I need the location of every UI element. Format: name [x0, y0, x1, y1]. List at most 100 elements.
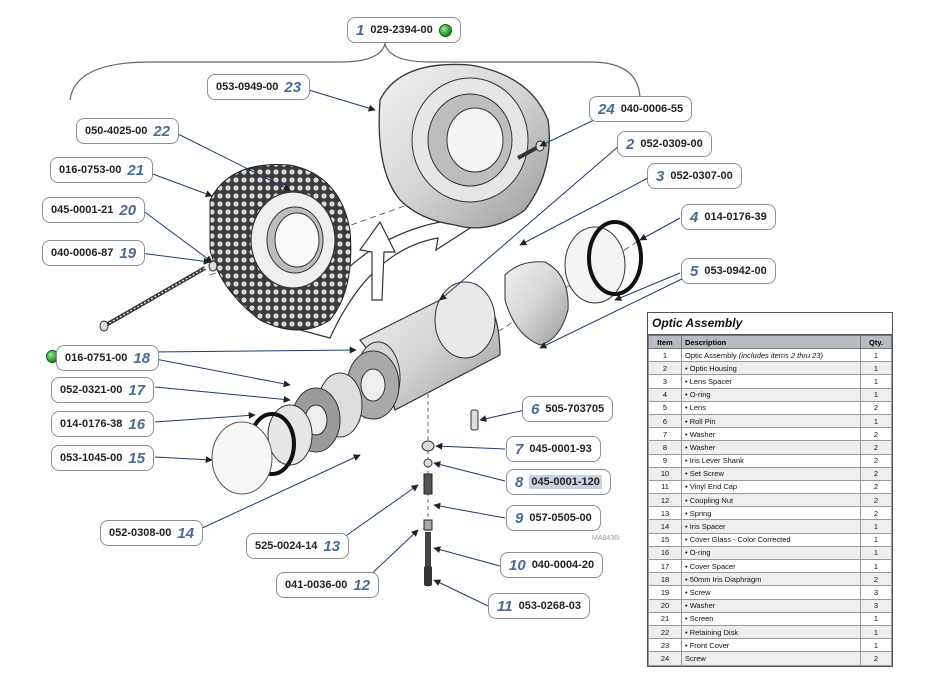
item-cell: 13 [648, 506, 682, 521]
callout-number: 21 [127, 161, 145, 179]
callout-number: 23 [284, 78, 302, 96]
qty-cell: 1 [860, 624, 892, 640]
callout-number: 17 [128, 381, 146, 399]
description-cell: • Iris Spacer [681, 519, 861, 534]
callout-3: 3 052-0307-00 [647, 163, 742, 189]
qty-cell: 2 [860, 479, 892, 495]
description-cell: • Washer [681, 427, 861, 442]
qty-cell: 3 [860, 598, 892, 613]
description-cell: • O-ring [681, 387, 861, 402]
qty-cell: 2 [860, 572, 892, 587]
description-cell: • Coupling Nut [681, 493, 861, 508]
part-number: 016-0751-00 [65, 352, 128, 364]
part-number: 050-4025-00 [85, 125, 148, 137]
callout-16: 014-0176-38 16 [51, 411, 155, 437]
description-cell: • Cover Spacer [681, 558, 861, 574]
callout-23: 053-0949-00 23 [207, 74, 311, 100]
qty-cell: 1 [860, 374, 892, 389]
description-cell: Screw [681, 651, 861, 666]
description-text: • Iris Spacer [685, 522, 726, 532]
roll-pin-part [470, 409, 479, 431]
description-text: • Iris Lever Shank [685, 456, 744, 466]
description-cell: • Vinyl End Cap [681, 479, 861, 495]
description-text: • Washer [685, 429, 716, 439]
part-number: 045-0001-21 [51, 204, 114, 216]
description-cell: • Lens [681, 400, 861, 415]
item-cell: 10 [648, 466, 682, 481]
front-cover-part [378, 63, 550, 229]
item-cell: 9 [648, 453, 682, 468]
callout-11: 11 053-0268-03 [488, 593, 590, 619]
description-text: • Retaining Disk [685, 627, 739, 637]
qty-cell: 2 [860, 651, 892, 666]
part-number: 053-0268-03 [518, 600, 581, 612]
description-cell: • Set Screw [681, 466, 861, 481]
description-text: • Lens Spacer [685, 376, 732, 386]
callout-24: 24 040-0006-55 [589, 96, 693, 122]
green-dot-icon [438, 23, 452, 37]
description-text: • Coupling Nut [685, 495, 734, 505]
item-cell: 4 [648, 387, 682, 402]
description-cell: • Washer [681, 598, 861, 613]
part-number: 040-0006-87 [51, 247, 114, 259]
item-cell: 14 [648, 519, 682, 534]
part-number: 014-0176-38 [60, 418, 123, 430]
callout-number: 2 [626, 135, 635, 153]
table-row: 22• Retaining Disk 1 [648, 624, 892, 640]
part-number: 052-0308-00 [109, 527, 172, 539]
callout-12: 041-0036-00 12 [276, 572, 380, 598]
callout-6: 6 505-703705 [522, 396, 614, 422]
callout-2: 2 052-0309-00 [617, 131, 712, 157]
callout-15: 053-1045-00 15 [51, 445, 155, 471]
part-number: 016-0753-00 [59, 164, 122, 176]
part-number: 041-0036-00 [285, 579, 348, 591]
description-text: • Screen [685, 614, 714, 624]
item-cell: 22 [648, 624, 682, 640]
header-qty: Qty. [860, 335, 892, 349]
qty-cell: 1 [860, 611, 892, 626]
description-text: • 50mm Iris Diaphragm [685, 574, 762, 584]
qty-cell: 1 [860, 558, 892, 574]
item-cell: 21 [648, 611, 682, 626]
o-ring-4-part [587, 220, 643, 296]
callout-number: 24 [598, 100, 615, 118]
description-text: • Lens [685, 403, 706, 413]
coupling-nut-part [423, 519, 433, 531]
description-text: • Washer [685, 601, 716, 611]
description-text: • Cover Spacer [685, 561, 736, 571]
callout-number: 1 [356, 21, 365, 39]
callout-21: 016-0753-00 21 [50, 157, 154, 183]
description-text: • O-ring [685, 548, 711, 558]
item-cell: 1 [648, 347, 682, 363]
lens-part [564, 226, 626, 304]
qty-cell: 1 [860, 532, 892, 547]
drawing-code: MA8436i [592, 535, 620, 542]
qty-cell: 1 [860, 413, 892, 429]
part-number: 045-0001-93 [529, 443, 592, 455]
description-text: • Front Cover [685, 640, 730, 650]
iris-lever-shank-part [425, 532, 431, 572]
retaining-disk-part [250, 191, 336, 289]
callout-number: 20 [119, 201, 137, 219]
part-number: 029-2394-00 [370, 24, 433, 36]
qty-cell: 2 [860, 400, 892, 415]
description-text: • Set Screw [685, 469, 724, 479]
assembly-brace [69, 41, 641, 101]
description-cell: Optic Assembly (includes items 2 thru 23… [681, 347, 861, 363]
callout-13: 525-0024-14 13 [246, 533, 350, 559]
callout-4: 4 014-0176-39 [681, 204, 776, 230]
part-number: 053-0949-00 [216, 81, 279, 93]
